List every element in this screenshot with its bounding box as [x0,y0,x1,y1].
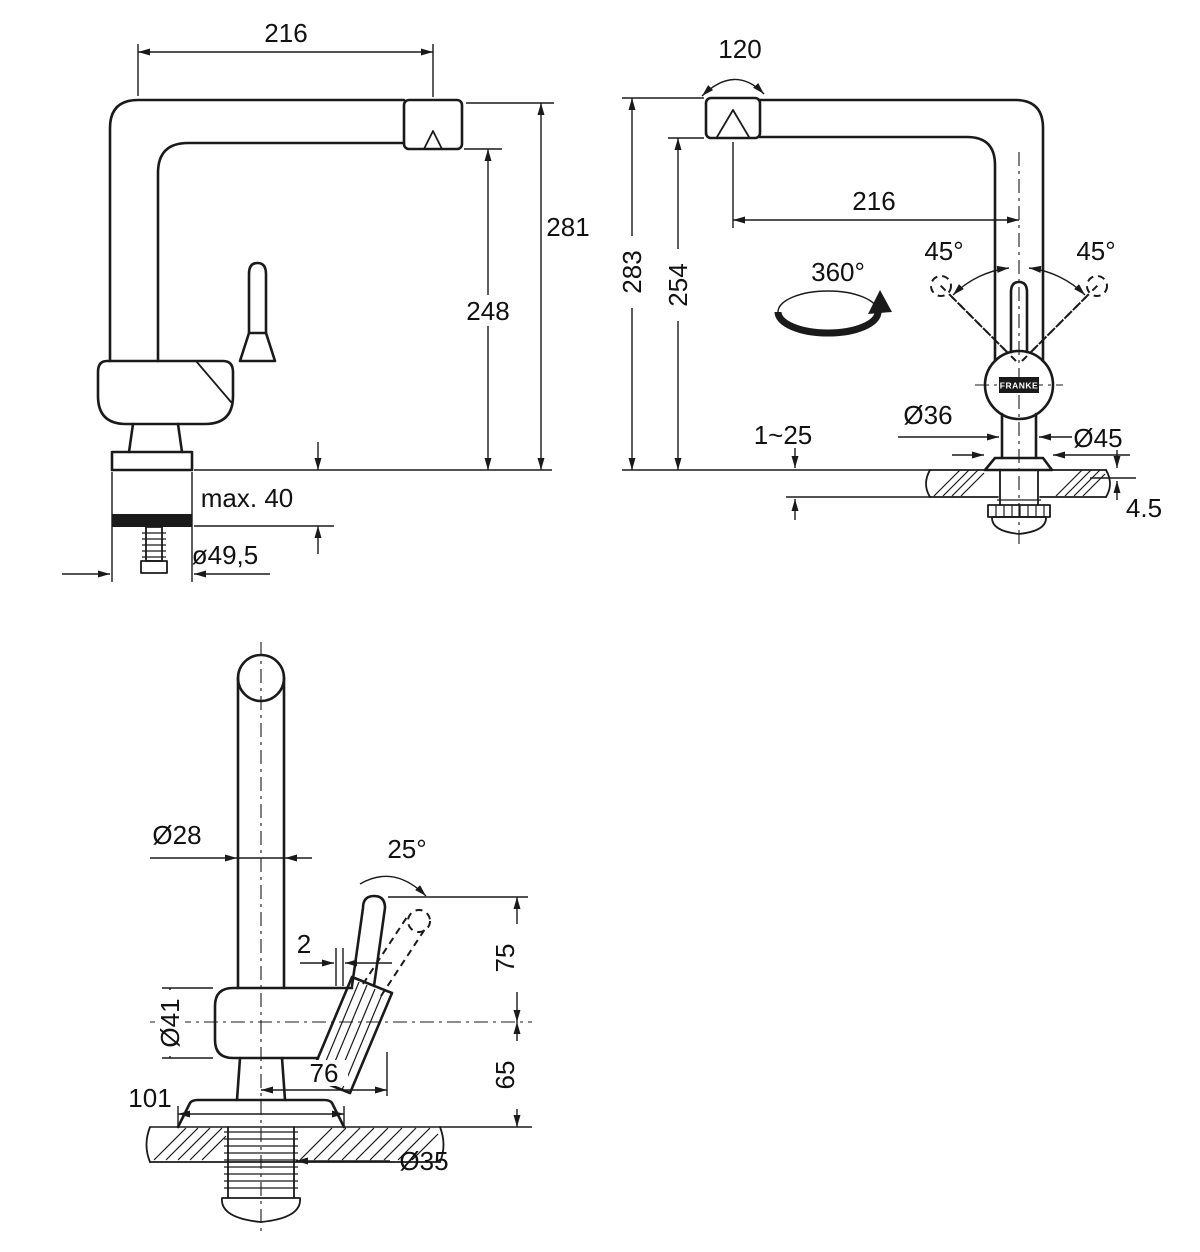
dim-label-max-deck: max. 40 [201,483,294,513]
dim-base-len: 101 [128,1083,345,1127]
dim-front-spout-height: 254 [662,137,704,470]
view-side: 216 281 248 max. 40 ø49,5 [62,18,594,582]
dim-front-total-height: 283 [616,97,704,470]
dim-body-dia: Ø41 [155,987,213,1059]
dim-label-lever-right: 45° [1076,236,1115,266]
aerator-side [402,98,464,151]
dim-label-front-total-height: 283 [617,250,647,293]
dim-label-deck-range: 1~25 [754,420,813,450]
dim-label-rotation: 360° [811,257,865,287]
dim-label-body-len: 76 [310,1058,339,1088]
dim-label-lever-angle: 25° [387,834,426,864]
dim-dia-36: Ø36 [898,400,1072,441]
aerator-front [704,96,762,140]
shank-nut [140,560,168,574]
dim-body-height: 65 [490,1022,522,1127]
dim-label-front-reach: 216 [852,186,895,216]
swing-arc-left [952,265,1010,296]
dim-label-dia-45: Ø45 [1073,423,1122,453]
lever-swing-left [930,275,1017,362]
brand-band [999,377,1039,393]
dim-label-base-dia: ø49,5 [192,540,259,570]
dim-side-total-height: 281 [466,102,594,470]
washer-hatch [995,505,1045,517]
view-detail: 25° [128,642,532,1235]
base-flange-detail [176,1098,346,1129]
brand-mark: FRANKE [1000,381,1038,391]
mounting-nut [991,516,1047,535]
mounting-hardware-detail [221,1126,301,1223]
dim-side-spout-height: 248 [457,148,519,470]
body-side [96,359,235,426]
dim-label-deck-min: 4.5 [1126,493,1162,523]
faucet-side-outline [96,98,464,574]
aerator-outlet-icon [423,130,443,150]
dim-label-pipe-dia: Ø28 [152,820,201,850]
dim-body-len: 76 [261,1052,388,1096]
dim-label-side-spout-height: 248 [466,296,509,326]
dim-label-body-height: 65 [490,1061,520,1090]
dim-label-body-dia: Ø41 [155,998,185,1047]
lever-swing-25 [362,909,431,997]
aerator-outlet-icon [716,109,750,138]
view-front: FRANKE 45° 45° [616,34,1162,545]
dim-label-lever-height: 75 [490,944,520,973]
shank-threads [224,1131,298,1189]
counter-hatch [153,1127,439,1161]
dim-label-swivel-spout: 120 [718,34,761,64]
lever-front [1009,280,1029,354]
lever-swing-right [1021,275,1108,362]
dim-label-dia-36: Ø36 [903,400,952,430]
dim-max-deck: max. 40 [201,442,322,554]
dim-dia-45: Ø45 [952,423,1130,459]
spout-outer-edge [108,98,406,363]
dim-deck-range: 1~25 [754,420,813,520]
dim-front-reach: 216 [732,142,1019,228]
dim-pipe-dia: Ø28 [150,820,312,862]
shank-side [145,526,163,562]
faucet-detail-outline [176,653,394,1129]
faucet-front-outline: FRANKE [704,96,1055,472]
base-flange-side [110,450,194,472]
dim-label-side-total-height: 281 [546,212,589,242]
counter-section [145,1126,445,1163]
dim-label-offset: 2 [297,929,311,959]
lever-cone-side [238,331,277,363]
spout-inner-edge [156,141,406,363]
dim-deck-min: 4.5 [1090,450,1162,523]
dim-base-dia: ø49,5 [62,472,270,582]
lever-detail [350,894,387,988]
shank-threads [142,532,166,558]
dim-thread-dia: Ø35 [296,1146,449,1176]
dim-side-reach: 216 [137,18,434,97]
dim-label-front-spout-height: 254 [663,263,693,306]
dim-swivel-spout: 120 [701,34,765,97]
body-joint-line [195,360,232,403]
dim-label-base-len: 101 [128,1083,171,1113]
counter-section [925,469,1111,498]
dim-lever-height: 75 [388,896,528,1022]
dim-label-side-reach: 216 [264,18,307,48]
body-front [983,349,1055,421]
swing-arc-right [1028,265,1086,296]
dim-label-lever-left: 45° [924,236,963,266]
mounting-hardware-front [987,469,1051,535]
dim-lever-angle: 25° [359,834,427,897]
mounting-nut [221,1197,301,1223]
dim-offset: 2 [297,929,392,986]
rotation-symbol: 360° [774,257,892,337]
body-detail [213,986,354,1060]
lever-side [247,261,268,335]
dim-label-thread-dia: Ø35 [399,1146,448,1176]
gasket [112,514,192,527]
